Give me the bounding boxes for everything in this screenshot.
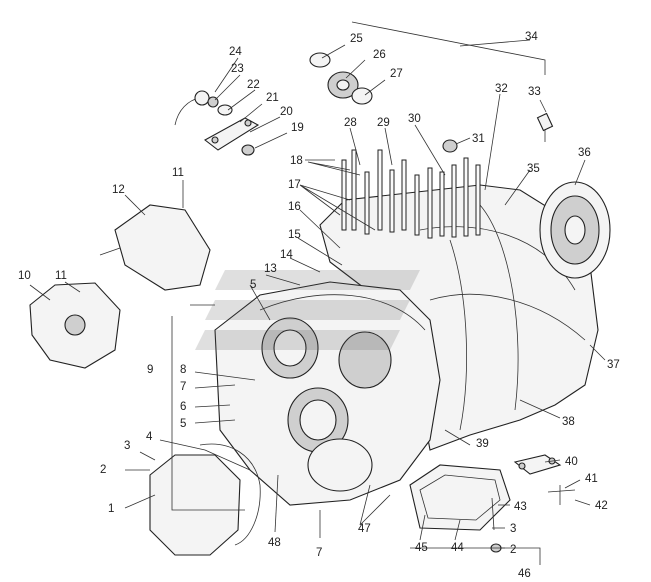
label-14: 14 <box>280 249 293 261</box>
callout-labels: 34 24 23 22 21 20 19 25 26 27 32 33 28 2… <box>18 31 620 580</box>
label-27: 27 <box>390 68 403 80</box>
label-15: 15 <box>288 229 301 241</box>
label-4: 4 <box>146 431 153 443</box>
label-46: 46 <box>518 568 531 580</box>
link-and-bolts <box>490 454 576 553</box>
label-47: 47 <box>358 523 371 535</box>
label-35: 35 <box>527 163 540 175</box>
label-31: 31 <box>472 133 485 145</box>
label-3-left: 3 <box>124 440 130 452</box>
flywheel-housing <box>539 181 611 279</box>
bottom-left-cover <box>149 443 261 556</box>
label-10: 10 <box>18 270 31 282</box>
watermark-graphic <box>195 270 420 350</box>
label-6: 6 <box>180 401 186 413</box>
label-12: 12 <box>112 184 125 196</box>
bore-bottom <box>307 438 373 492</box>
label-39: 39 <box>476 438 489 450</box>
label-41: 41 <box>585 473 598 485</box>
label-25: 25 <box>350 33 363 45</box>
label-42: 42 <box>595 500 608 512</box>
label-9: 9 <box>147 364 153 376</box>
label-17: 17 <box>288 179 301 191</box>
label-23: 23 <box>231 63 244 75</box>
label-21: 21 <box>266 92 279 104</box>
label-20: 20 <box>280 106 293 118</box>
label-44: 44 <box>451 542 464 554</box>
label-38: 38 <box>562 416 575 428</box>
label-30: 30 <box>408 113 421 125</box>
label-29: 29 <box>377 117 390 129</box>
head-studs <box>341 149 481 239</box>
label-18: 18 <box>290 155 303 167</box>
label-11-left: 11 <box>55 270 67 282</box>
label-43: 43 <box>514 501 527 513</box>
label-7-bottom: 7 <box>316 547 322 559</box>
front-face <box>214 281 441 506</box>
label-32: 32 <box>495 83 508 95</box>
label-28: 28 <box>344 117 357 129</box>
label-2-left: 2 <box>100 464 106 476</box>
label-5-mid: 5 <box>180 418 186 430</box>
bottom-gasket <box>409 464 511 531</box>
label-34: 34 <box>525 31 538 43</box>
top-small-parts <box>174 52 554 156</box>
left-assemblies <box>29 204 211 369</box>
label-13: 13 <box>264 263 277 275</box>
label-16: 16 <box>288 201 301 213</box>
label-45: 45 <box>415 542 428 554</box>
label-19: 19 <box>291 122 304 134</box>
label-26: 26 <box>373 49 386 61</box>
label-11-top: 11 <box>172 167 184 179</box>
label-37: 37 <box>607 359 620 371</box>
leader-lines <box>29 21 606 565</box>
label-8: 8 <box>180 364 186 376</box>
label-48: 48 <box>268 537 281 549</box>
label-5-top: 5 <box>250 279 256 291</box>
label-1: 1 <box>108 503 114 515</box>
label-7-mid: 7 <box>180 381 186 393</box>
label-36: 36 <box>578 147 591 159</box>
label-24: 24 <box>229 46 242 58</box>
label-22: 22 <box>247 79 260 91</box>
label-3-right: 3 <box>510 523 516 535</box>
label-40: 40 <box>565 456 578 468</box>
label-2-right: 2 <box>510 544 516 556</box>
bore-upper-right <box>338 331 392 389</box>
label-33: 33 <box>528 86 541 98</box>
